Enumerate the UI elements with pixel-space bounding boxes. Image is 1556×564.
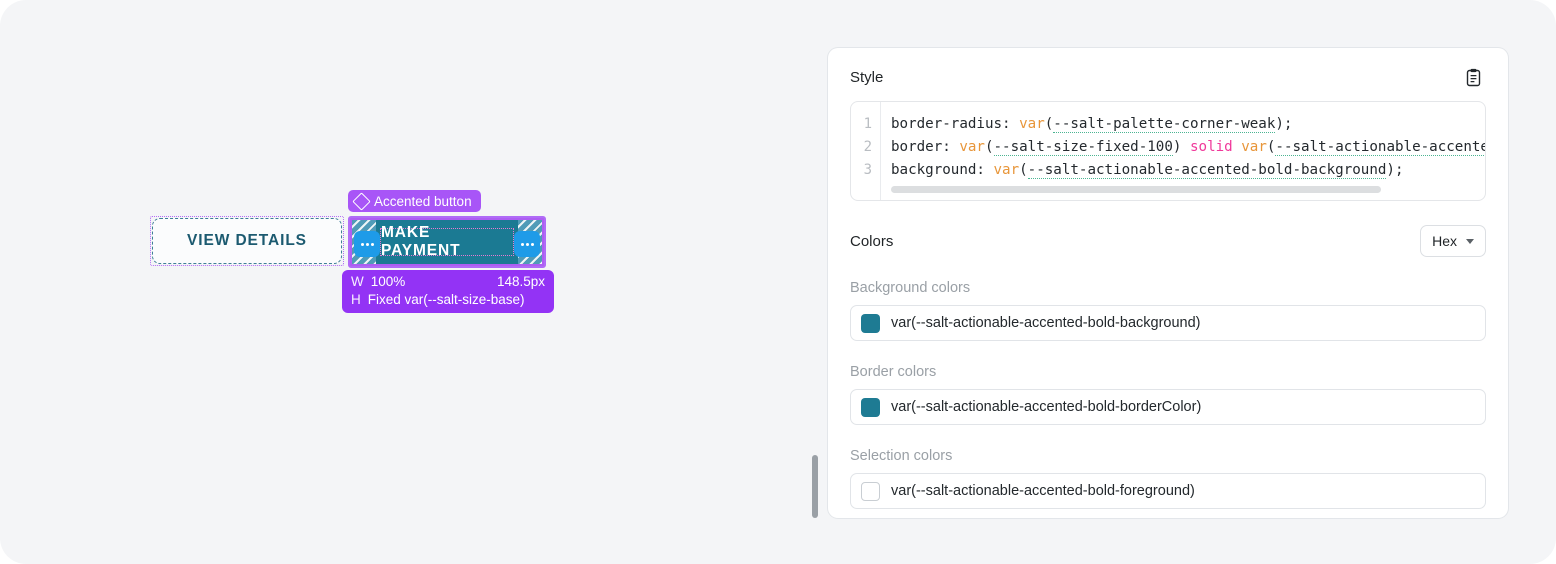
- code-horizontal-scrollbar[interactable]: [891, 186, 1381, 193]
- size-height-value: Fixed var(--salt-size-base): [367, 292, 525, 307]
- color-swatch[interactable]: [861, 481, 880, 501]
- code-line: background: var(--salt-actionable-accent…: [891, 162, 1404, 179]
- code-line: border-radius: var(--salt-palette-corner…: [891, 116, 1293, 133]
- background-color-row[interactable]: var(--salt-actionable-accented-bold-back…: [850, 305, 1486, 341]
- size-info-tooltip: W 100% 148.5px H Fixed var(--salt-size-b…: [342, 270, 554, 313]
- color-swatch[interactable]: [861, 397, 880, 417]
- button-row: VIEW DETAILS MAKE PAYMENT: [150, 216, 546, 268]
- color-token-value: var(--salt-actionable-accented-bold-back…: [891, 315, 1201, 331]
- color-groups: Background colors var(--salt-actionable-…: [828, 280, 1508, 509]
- view-details-button-wrapper[interactable]: VIEW DETAILS: [150, 216, 344, 266]
- style-code-block[interactable]: 1 2 3 border-radius: var(--salt-palette-…: [850, 101, 1486, 201]
- code-area[interactable]: border-radius: var(--salt-palette-corner…: [881, 102, 1485, 200]
- size-height-key: H: [351, 292, 361, 307]
- panel-scrollbar-thumb[interactable]: [812, 455, 818, 518]
- make-payment-button-wrapper[interactable]: MAKE PAYMENT: [348, 216, 546, 268]
- view-details-selection-outline: [150, 216, 344, 266]
- component-type-badge[interactable]: Accented button: [348, 190, 481, 212]
- make-payment-selection-frame: MAKE PAYMENT: [348, 216, 546, 268]
- line-number: 1: [863, 116, 872, 132]
- color-token-value: var(--salt-actionable-accented-bold-bord…: [891, 399, 1202, 415]
- colors-section-title: Colors: [850, 232, 894, 250]
- padding-right-handle[interactable]: [514, 231, 540, 257]
- selection-colors-label: Selection colors: [850, 448, 953, 464]
- color-token-value: var(--salt-actionable-accented-bold-fore…: [891, 483, 1195, 499]
- style-section-title: Style: [850, 68, 884, 86]
- make-payment-label: MAKE PAYMENT: [380, 224, 514, 259]
- view-details-button[interactable]: VIEW DETAILS: [152, 218, 342, 264]
- design-canvas[interactable]: Accented button VIEW DETAILS MAKE PAYMEN…: [0, 0, 820, 564]
- size-width-key: W: [351, 274, 364, 289]
- chevron-down-icon: [1466, 238, 1474, 244]
- line-number: 2: [863, 139, 872, 155]
- size-width-row: W 100% 148.5px: [351, 273, 545, 291]
- background-colors-label: Background colors: [850, 280, 971, 296]
- clipboard-icon[interactable]: [1460, 64, 1486, 90]
- padding-left-handle[interactable]: [354, 231, 380, 257]
- color-format-select[interactable]: Hex: [1420, 225, 1486, 257]
- color-format-value: Hex: [1432, 233, 1457, 249]
- border-colors-label: Border colors: [850, 364, 937, 380]
- size-width-value: 100%: [370, 274, 406, 289]
- code-line: border: var(--salt-size-fixed-100) solid…: [891, 136, 1485, 159]
- colors-section-header: Colors Hex: [828, 201, 1508, 257]
- code-gutter: 1 2 3: [851, 102, 881, 200]
- diamond-icon: [352, 191, 371, 211]
- make-payment-button[interactable]: [352, 220, 542, 264]
- border-color-row[interactable]: var(--salt-actionable-accented-bold-bord…: [850, 389, 1486, 425]
- color-swatch[interactable]: [861, 313, 880, 333]
- size-height-row: H Fixed var(--salt-size-base): [351, 291, 545, 309]
- line-number: 3: [863, 162, 872, 178]
- component-type-label: Accented button: [374, 193, 472, 209]
- style-section-header: Style: [828, 48, 1508, 90]
- inspector-panel: Style 1 2 3 border-radius: var(--salt-pa…: [828, 48, 1508, 518]
- size-width-px: 148.5px: [496, 274, 545, 289]
- selection-color-row[interactable]: var(--salt-actionable-accented-bold-fore…: [850, 473, 1486, 509]
